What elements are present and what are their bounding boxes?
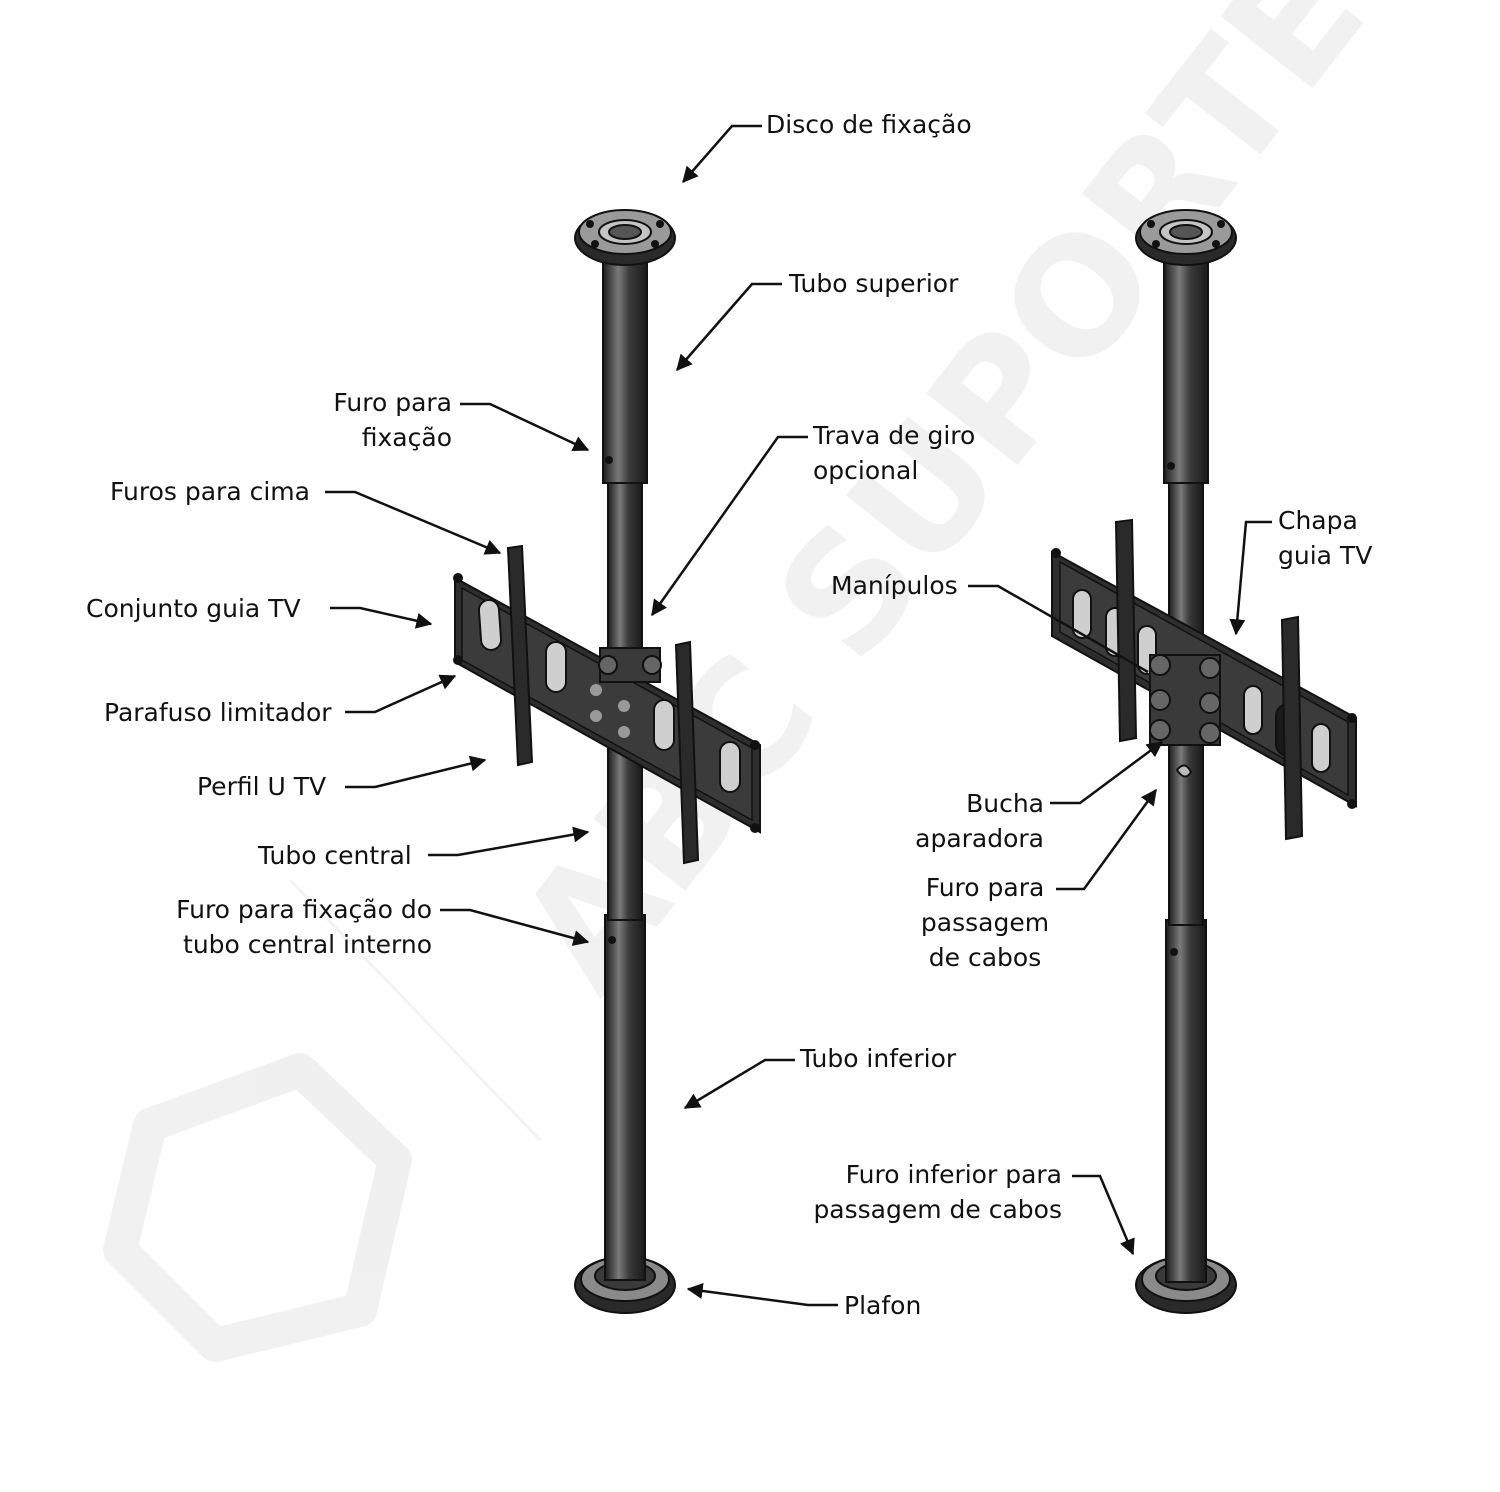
leader-furo-para-fixacao <box>460 402 590 452</box>
left-ceiling-mount <box>453 209 761 1314</box>
label-conjunto-guia-tv: Conjunto guia TV <box>86 594 301 623</box>
left-tv-guide-assembly <box>453 544 761 865</box>
label-tubo-superior: Tubo superior <box>789 269 959 298</box>
leader-furo-passagem-cabos <box>1056 788 1158 891</box>
leader-chapa-guia-tv <box>1229 520 1272 636</box>
right-top-disk <box>1135 209 1237 266</box>
leader-furo-fixacao-tubo-central <box>440 908 590 946</box>
leader-tubo-superior <box>676 282 782 372</box>
label-chapa-guia-tv: Chapa guia TV <box>1278 506 1373 570</box>
label-perfil-u-tv: Perfil U TV <box>197 772 327 801</box>
leader-plafon <box>686 1283 838 1307</box>
leader-furos-para-cima <box>325 490 502 555</box>
label-parafuso-limitador: Parafuso limitador <box>104 698 332 727</box>
leader-disco-fixacao <box>682 124 762 184</box>
label-trava-giro: Trava de giro opcional <box>813 421 976 485</box>
label-furo-inferior-cabos: Furo inferior para passagem de cabos <box>813 1160 1062 1224</box>
leader-conjunto-guia-tv <box>330 606 433 629</box>
label-tubo-inferior: Tubo inferior <box>800 1044 957 1073</box>
right-lower-tube <box>1165 919 1207 1283</box>
left-upper-tube <box>602 254 648 484</box>
leader-manipulos <box>968 584 1149 674</box>
leader-tubo-central <box>428 826 590 857</box>
watermark-logo <box>103 878 542 1362</box>
right-ceiling-mount <box>1051 209 1357 1314</box>
leader-perfil-u-tv <box>345 755 487 789</box>
right-tv-guide-assembly <box>1051 518 1357 841</box>
label-disco-fixacao: Disco de fixação <box>766 110 972 139</box>
right-upper-tube <box>1163 254 1209 484</box>
label-tubo-central: Tubo central <box>258 841 412 870</box>
callout-leaders <box>325 124 1272 1307</box>
leader-trava-giro <box>650 435 808 617</box>
leader-parafuso-limitador <box>345 674 457 714</box>
label-furo-para-fixacao: Furo para fixação <box>333 388 452 452</box>
label-plafon: Plafon <box>844 1291 922 1320</box>
label-bucha-aparadora: Bucha aparadora <box>915 789 1044 853</box>
label-furo-passagem-cabos: Furo para passagem de cabos <box>920 873 1050 972</box>
label-furos-para-cima: Furos para cima <box>110 477 310 506</box>
leader-tubo-inferior <box>683 1058 795 1110</box>
label-manipulos: Manípulos <box>831 571 958 600</box>
left-top-disk <box>574 209 676 266</box>
leader-bucha-aparadora <box>1050 740 1164 805</box>
label-furo-fixacao-tubo-central: Furo para fixação do tubo central intern… <box>176 895 432 959</box>
leader-furo-inferior-cabos <box>1072 1174 1135 1256</box>
left-lower-tube <box>604 914 646 1281</box>
